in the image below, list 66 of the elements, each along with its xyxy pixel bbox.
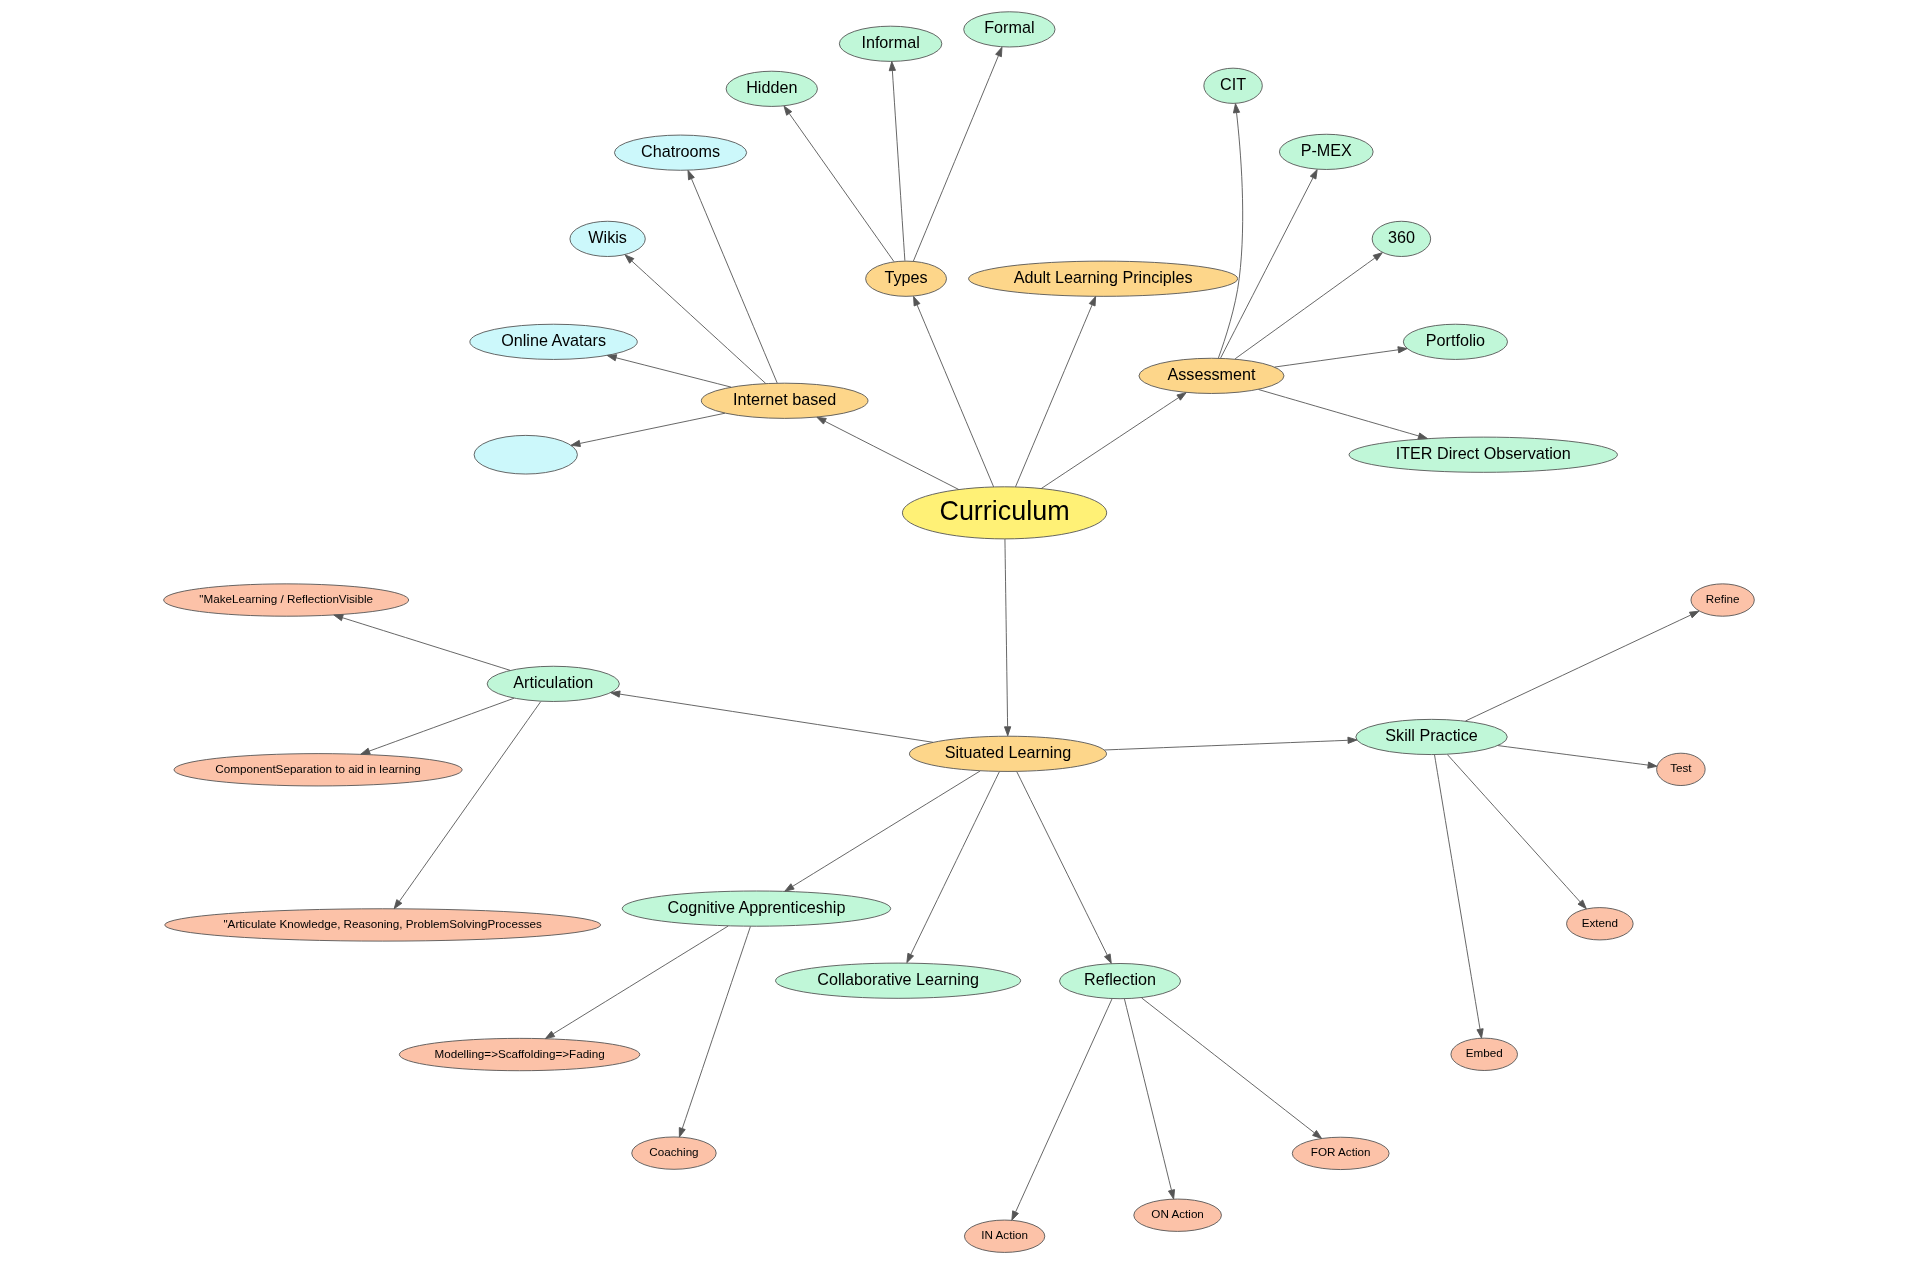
arrow	[815, 416, 959, 490]
arrow	[359, 697, 514, 755]
node-ellipse: Situated Learning	[908, 735, 1107, 772]
node-ellipse: Hidden	[725, 70, 818, 107]
arrow	[544, 925, 729, 1040]
node-ellipse: Chatrooms	[613, 134, 747, 171]
arrow	[609, 690, 933, 743]
arrow	[1123, 998, 1175, 1200]
node-ellipse: Formal	[962, 11, 1055, 48]
node-ellipse: Collaborative Learning	[774, 962, 1021, 999]
node-ellipse: P-MEX	[1278, 133, 1374, 170]
arrow	[1010, 998, 1112, 1221]
node-ellipse: Adult Learning Principles	[967, 260, 1238, 297]
arrow	[1497, 745, 1657, 769]
arrow	[1273, 346, 1408, 368]
node-ellipse: Assessment	[1138, 357, 1284, 394]
node-ellipse: Wikis	[569, 220, 646, 257]
node-ellipse: IN Action	[963, 1219, 1045, 1253]
node-ellipse: "MakeLearning / ReflectionVisible	[162, 583, 409, 617]
node-ellipse: FOR Action	[1291, 1136, 1390, 1170]
arrow	[606, 354, 731, 388]
arrow	[905, 771, 1000, 964]
node-ellipse: ITER Direct Observation	[1348, 436, 1618, 473]
node-ellipse: Extend	[1565, 907, 1634, 941]
arrow	[912, 296, 994, 488]
node-ellipse: Cognitive Apprenticeship	[621, 890, 891, 927]
arrow	[1003, 538, 1011, 737]
node-ellipse: Reflection	[1058, 963, 1181, 1000]
arrow	[1015, 771, 1112, 964]
arrow	[1446, 754, 1587, 910]
node-ellipse: Skill Practice	[1354, 718, 1508, 756]
arrow	[1464, 610, 1699, 722]
arrow	[783, 770, 981, 892]
arrow	[912, 46, 1002, 262]
node-ellipse: Internet based	[700, 382, 868, 419]
arrow	[1234, 252, 1383, 360]
node-ellipse: Coaching	[630, 1136, 717, 1170]
node-ellipse: Portfolio	[1402, 323, 1508, 360]
arrow	[783, 105, 894, 262]
arrow	[1219, 169, 1318, 359]
arrow	[624, 254, 766, 384]
node-ellipse: 360	[1371, 220, 1431, 257]
arrow	[393, 701, 541, 910]
node-ellipse: Test	[1655, 752, 1706, 786]
node-ellipse: "Articulate Knowledge, Reasoning, ProblemSolvingProcesses	[163, 908, 601, 942]
arrow	[1040, 392, 1187, 489]
node-ellipse: Embed	[1450, 1037, 1518, 1071]
node-ellipse: ComponentSeparation to aid in learning	[173, 753, 463, 787]
node-ellipse: Types	[864, 260, 947, 297]
arrow	[1257, 389, 1428, 440]
node-ellipse: ON Action	[1132, 1198, 1222, 1232]
node-ellipse	[473, 434, 578, 475]
arrow	[1140, 997, 1322, 1139]
arrow	[332, 614, 510, 671]
node-ellipse: CIT	[1202, 67, 1263, 104]
arrow	[1217, 103, 1243, 359]
arrow	[1014, 296, 1096, 488]
arrow	[678, 926, 751, 1138]
arrow	[888, 61, 905, 262]
arrow	[570, 412, 725, 447]
arrow	[1103, 736, 1357, 751]
arrow	[687, 169, 778, 384]
node-ellipse: Modelling=>Scaffolding=>Fading	[398, 1037, 640, 1072]
arrow	[1433, 754, 1484, 1039]
node-ellipse: Curriculum	[901, 486, 1107, 540]
node-ellipse: Informal	[838, 25, 942, 62]
